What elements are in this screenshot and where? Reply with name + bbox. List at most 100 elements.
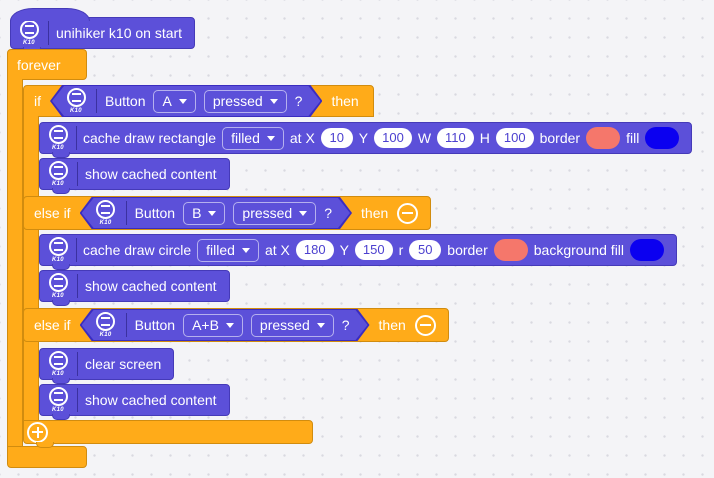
state-select-value: pressed: [259, 316, 310, 333]
cache-draw-rectangle-block[interactable]: K10 cache draw rectangle filled at X 10 …: [39, 122, 693, 158]
x-input[interactable]: 10: [320, 128, 353, 148]
button-select-dropdown[interactable]: B: [183, 202, 225, 225]
chevron-down-icon: [270, 99, 278, 104]
fill-mode-dropdown[interactable]: filled: [222, 126, 284, 150]
condition-prefix-label: Button: [105, 93, 146, 109]
state-select-value: pressed: [242, 204, 293, 221]
else-if-block-header[interactable]: else if K10 Button B pressed ?: [23, 196, 432, 230]
param-label-x: at X: [289, 130, 315, 146]
divider: [77, 274, 78, 298]
block-label: show cached content: [85, 278, 217, 294]
border-label: border: [539, 130, 581, 146]
y-input[interactable]: 150: [354, 240, 393, 260]
k10-icon: K10: [46, 161, 70, 187]
divider: [48, 21, 49, 45]
background-fill-label: background fill: [533, 242, 625, 258]
button-select-value: A: [162, 92, 172, 109]
state-select-dropdown[interactable]: pressed: [204, 90, 287, 113]
h-input[interactable]: 100: [495, 128, 534, 148]
block-label: show cached content: [85, 392, 217, 408]
k10-logo-circle: [48, 387, 68, 406]
on-start-hat-block[interactable]: K10 unihiker k10 on start: [10, 8, 196, 53]
border-color-swatch[interactable]: [586, 127, 621, 149]
else-if-block-header[interactable]: else if K10 Button A+B pressed ?: [23, 308, 449, 342]
if-block-arm[interactable]: [23, 116, 39, 421]
show-cached-content-block[interactable]: K10 show cached content: [39, 158, 230, 194]
block-label: cache draw circle: [83, 242, 192, 258]
forever-block-header[interactable]: forever: [7, 49, 87, 80]
button-select-dropdown[interactable]: A: [153, 90, 195, 113]
k10-logo-circle: [48, 161, 68, 180]
divider: [96, 89, 97, 113]
fill-color-swatch[interactable]: [630, 239, 665, 261]
k10-icon: K10: [46, 125, 70, 151]
x-input[interactable]: 180: [295, 240, 334, 260]
forever-block-footer[interactable]: [7, 446, 87, 468]
question-mark-label: ?: [294, 93, 303, 109]
block-label: show cached content: [85, 166, 217, 182]
remove-branch-icon[interactable]: [414, 314, 436, 336]
chevron-down-icon: [241, 247, 250, 253]
condition-prefix-label: Button: [134, 205, 176, 221]
then-label: then: [378, 317, 406, 333]
k10-icon: K10: [64, 88, 88, 114]
state-select-dropdown[interactable]: pressed: [233, 202, 316, 225]
k10-logo-circle: [48, 273, 68, 292]
forever-block-arm[interactable]: [7, 79, 23, 447]
divider: [126, 313, 127, 337]
condition-button-a-b[interactable]: K10 Button A+B pressed ?: [80, 309, 370, 341]
chevron-down-icon: [208, 211, 216, 216]
state-select-value: pressed: [212, 92, 263, 109]
divider: [76, 126, 77, 150]
r-input[interactable]: 50: [409, 240, 442, 260]
forever-label: forever: [17, 56, 61, 73]
fill-color-swatch[interactable]: [645, 127, 680, 149]
k10-logo-circle: [67, 88, 86, 107]
clear-screen-block[interactable]: K10 clear screen: [39, 348, 175, 384]
button-select-dropdown[interactable]: A+B: [183, 314, 243, 337]
condition-prefix-label: Button: [134, 317, 176, 333]
if-block-header[interactable]: if K10 Button A pressed ? then: [23, 85, 374, 117]
border-color-swatch[interactable]: [493, 239, 528, 261]
if-block-footer[interactable]: [23, 420, 313, 448]
then-label: then: [331, 93, 359, 109]
param-label-x: at X: [264, 242, 290, 258]
k10-icon: K10: [94, 200, 118, 226]
else-if-label: else if: [34, 205, 71, 221]
k10-logo-circle: [19, 20, 39, 39]
state-select-dropdown[interactable]: pressed: [251, 314, 334, 337]
border-label: border: [447, 242, 488, 258]
param-label-y: Y: [358, 130, 369, 146]
fill-mode-value: filled: [206, 241, 235, 258]
remove-branch-icon[interactable]: [397, 202, 419, 224]
connector-tab: [52, 378, 70, 384]
k10-icon: K10: [46, 237, 70, 263]
button-select-value: B: [192, 204, 202, 221]
question-mark-label: ?: [341, 317, 350, 333]
cache-draw-circle-block[interactable]: K10 cache draw circle filled at X 180 Y …: [39, 234, 678, 270]
block-label: cache draw rectangle: [83, 130, 217, 146]
k10-icon: K10: [46, 387, 70, 413]
fill-label: fill: [626, 130, 640, 146]
show-cached-content-block[interactable]: K10 show cached content: [39, 270, 230, 306]
y-input[interactable]: 100: [374, 128, 412, 148]
then-label: then: [361, 205, 389, 221]
connector-tab: [52, 300, 70, 306]
block-label: clear screen: [85, 356, 162, 372]
question-mark-label: ?: [324, 205, 333, 221]
show-cached-content-block[interactable]: K10 show cached content: [39, 384, 230, 420]
condition-button-a[interactable]: K10 Button A pressed ?: [50, 85, 322, 117]
divider: [77, 388, 78, 412]
k10-logo-circle: [48, 237, 68, 256]
button-select-value: A+B: [192, 316, 219, 333]
divider: [76, 238, 77, 262]
condition-button-b[interactable]: K10 Button B pressed ?: [80, 197, 352, 229]
fill-mode-dropdown[interactable]: filled: [197, 238, 259, 262]
w-input[interactable]: 110: [437, 128, 474, 148]
chevron-down-icon: [179, 99, 187, 104]
add-branch-icon[interactable]: [27, 421, 48, 443]
k10-icon: K10: [94, 312, 118, 338]
chevron-down-icon: [317, 323, 325, 328]
if-label: if: [34, 93, 41, 109]
